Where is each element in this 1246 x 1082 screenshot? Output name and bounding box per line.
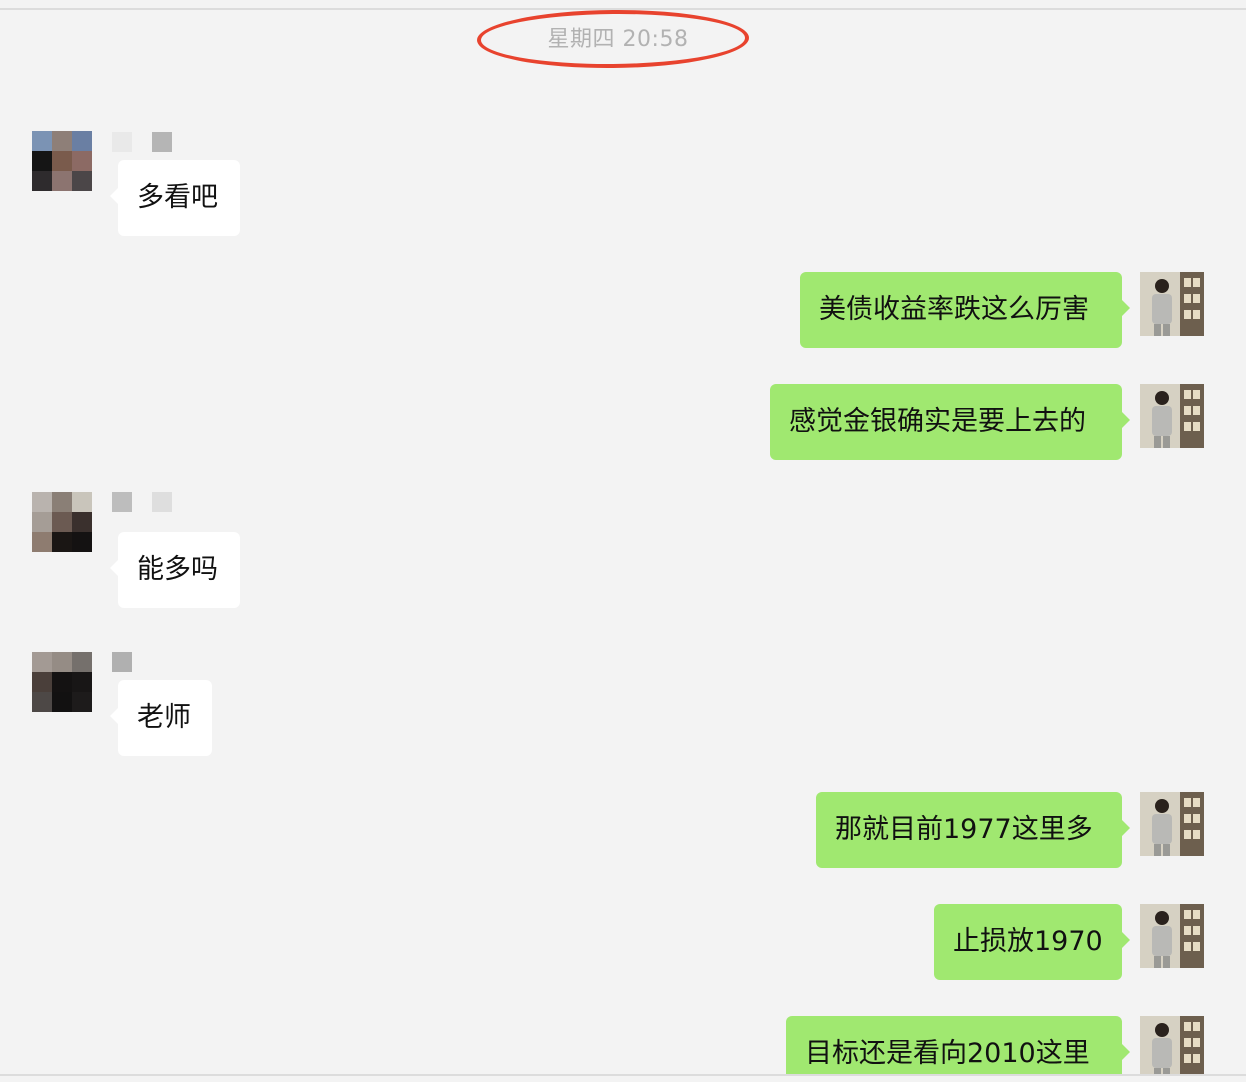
message-bubble-incoming[interactable]: 能多吗 [110,532,240,608]
message-bubble-outgoing[interactable]: 美债收益率跌这么厉害 [800,272,1130,348]
annotation-circle [476,8,750,70]
message-bubble-outgoing[interactable]: 那就目前1977这里多 [816,792,1130,868]
message-timestamp: 星期四 20:58 [547,27,689,52]
top-divider [0,8,1246,10]
sender-name-blurred [112,132,172,152]
message-text: 感觉金银确实是要上去的 [789,406,1086,437]
message-text: 老师 [137,702,191,733]
sender-name-blurred [112,652,132,672]
message-text: 能多吗 [137,554,218,585]
message-bubble-outgoing[interactable]: 感觉金银确实是要上去的 [770,384,1130,460]
self-avatar-icon[interactable] [1140,792,1204,856]
message-bubble-outgoing[interactable]: 止损放1970 [934,904,1130,980]
message-text: 美债收益率跌这么厉害 [819,294,1089,325]
message-text: 止损放1970 [953,926,1103,957]
message-text: 多看吧 [137,182,218,213]
contact-avatar-icon[interactable] [32,652,92,712]
self-avatar-icon[interactable] [1140,904,1204,968]
contact-avatar-icon[interactable] [32,492,92,552]
contact-avatar-icon[interactable] [32,131,92,191]
message-bubble-outgoing[interactable]: 目标还是看向2010这里 [786,1016,1130,1074]
sender-name-blurred [112,492,172,512]
message-text: 目标还是看向2010这里 [805,1038,1090,1069]
self-avatar-icon[interactable] [1140,272,1204,336]
message-bubble-incoming[interactable]: 老师 [110,680,212,756]
self-avatar-icon[interactable] [1140,384,1204,448]
message-bubble-incoming[interactable]: 多看吧 [110,160,240,236]
self-avatar-icon[interactable] [1140,1016,1204,1074]
bottom-divider [0,1074,1246,1076]
message-text: 那就目前1977这里多 [835,814,1093,845]
